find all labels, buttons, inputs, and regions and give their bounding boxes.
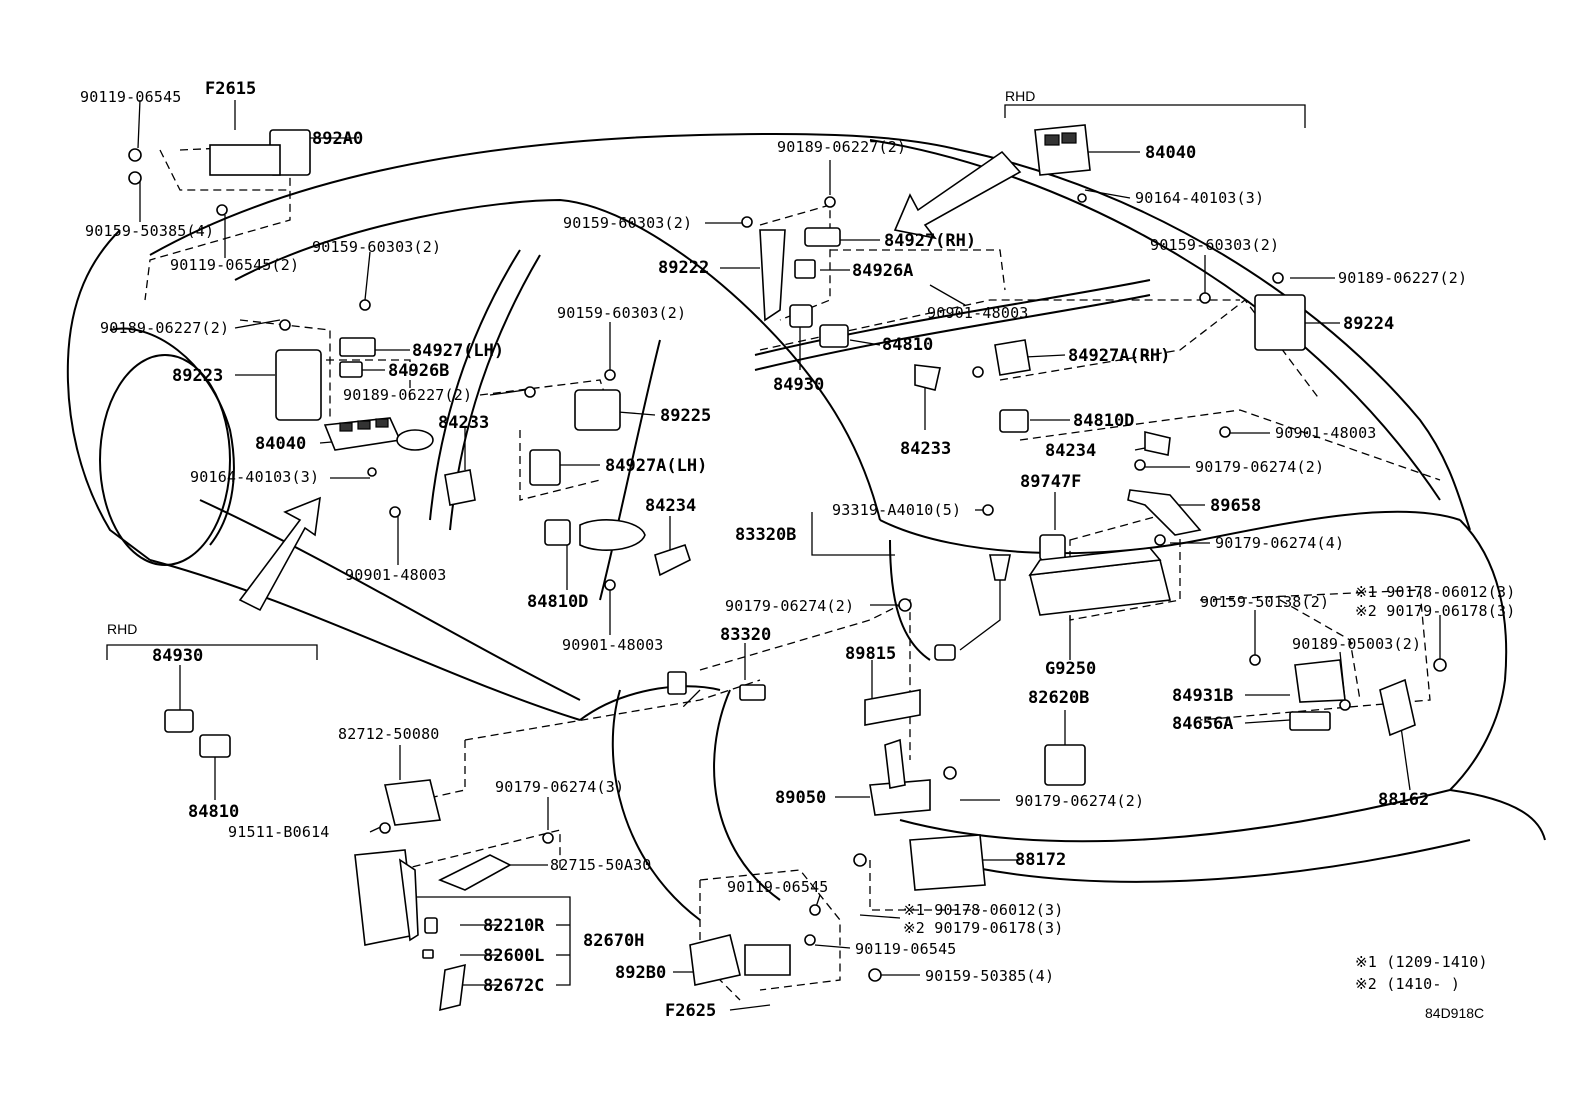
label-89658: 89658 xyxy=(1210,496,1261,516)
view-arrows xyxy=(238,150,1022,612)
diagram-code: 84D918C xyxy=(1425,1005,1484,1021)
label-83320: 83320 xyxy=(720,625,771,645)
label-90901-48003-lh2: 90901-48003 xyxy=(562,636,664,654)
label-90119-06545-low: 90119-06545 xyxy=(727,878,829,896)
label-84927-lh: 84927(LH) xyxy=(412,341,504,361)
label-82672c: 82672C xyxy=(483,976,544,996)
label-note2-90179-06178: ※2 90179-06178(3) xyxy=(1355,602,1515,620)
label-84927-rh: 84927(RH) xyxy=(884,231,976,251)
label-90159-60303-lh: 90159-60303(2) xyxy=(312,238,441,256)
label-89224: 89224 xyxy=(1343,314,1394,334)
label-84810d-rh: 84810D xyxy=(1073,411,1134,431)
label-84233-lh: 84233 xyxy=(438,413,489,433)
label-84040-lhd: 84040 xyxy=(255,434,306,454)
label-90189-06227-lh: 90189-06227(2) xyxy=(100,319,229,337)
label-90179-06274-2-mid: 90179-06274(2) xyxy=(725,597,854,615)
label-82210r: 82210R xyxy=(483,916,545,936)
label-82715-50a30: 82715-50A30 xyxy=(550,856,652,874)
label-90164-40103-rhd: 90164-40103(3) xyxy=(1135,189,1264,207)
label-90189-06227-mid: 90189-06227(2) xyxy=(343,386,472,404)
part-labels: 90119-06545 F2615 892A0 90159-50385(4) 9… xyxy=(80,79,1515,1021)
label-f2615: F2615 xyxy=(205,79,256,99)
label-82620b: 82620B xyxy=(1028,688,1089,708)
label-f2625: F2625 xyxy=(665,1001,716,1021)
label-90189-06227-rhd: 90189-06227(2) xyxy=(1338,269,1467,287)
label-84234-rh: 84234 xyxy=(1045,441,1096,461)
label-90179-06274-2-low: 90179-06274(2) xyxy=(1015,792,1144,810)
label-93319-a4010: 93319-A4010(5) xyxy=(832,501,961,519)
label-84810d-lh: 84810D xyxy=(527,592,588,612)
label-g9250: G9250 xyxy=(1045,659,1096,679)
parts xyxy=(128,124,1447,1012)
label-90901-48003-rh2: 90901-48003 xyxy=(1275,424,1377,442)
label-82670h: 82670H xyxy=(583,931,644,951)
label-88162: 88162 xyxy=(1378,790,1429,810)
footnote-2: ※2 (1410- ) xyxy=(1355,975,1460,993)
label-84810-rhd: 84810 xyxy=(188,802,239,822)
label-90164-40103-lhd: 90164-40103(3) xyxy=(190,468,319,486)
label-89815: 89815 xyxy=(845,644,896,664)
label-84930-rh: 84930 xyxy=(773,375,824,395)
leader-lines xyxy=(106,99,1441,1011)
label-84810-rh: 84810 xyxy=(882,335,933,355)
label-82600l: 82600L xyxy=(483,946,544,966)
car-body-outline xyxy=(66,132,1546,921)
label-90179-06274-2-rh: 90179-06274(2) xyxy=(1195,458,1324,476)
footnote-1: ※1 (1209-1410) xyxy=(1355,953,1488,971)
label-90901-48003-lh: 90901-48003 xyxy=(345,566,447,584)
label-rhd-top: RHD xyxy=(1005,88,1035,104)
label-83320b: 83320B xyxy=(735,525,796,545)
label-90189-05003: 90189-05003(2) xyxy=(1292,635,1421,653)
label-89050: 89050 xyxy=(775,788,826,808)
label-90179-06274-4: 90179-06274(4) xyxy=(1215,534,1344,552)
label-84926b: 84926B xyxy=(388,361,449,381)
label-90159-50385-4-low: 90159-50385(4) xyxy=(925,967,1054,985)
arrow-rhd-front xyxy=(893,150,1022,240)
label-89222: 89222 xyxy=(658,258,709,278)
label-84926a: 84926A xyxy=(852,261,913,281)
arrow-lhd-side xyxy=(238,496,321,612)
label-892a0: 892A0 xyxy=(312,129,363,149)
label-90159-50138: 90159-50138(2) xyxy=(1200,593,1329,611)
label-88172: 88172 xyxy=(1015,850,1066,870)
label-84930-rhd: 84930 xyxy=(152,646,203,666)
label-90119-06545-2: 90119-06545(2) xyxy=(170,256,299,274)
label-84233-rh: 84233 xyxy=(900,439,951,459)
label-89223: 89223 xyxy=(172,366,223,386)
label-90901-48003-rh: 90901-48003 xyxy=(927,304,1029,322)
label-84927a-rh: 84927A(RH) xyxy=(1068,346,1170,366)
label-90159-60303-top: 90159-60303(2) xyxy=(563,214,692,232)
label-rhd-left: RHD xyxy=(107,621,137,637)
dashed-leaders xyxy=(144,144,1441,1001)
label-82712-50080: 82712-50080 xyxy=(338,725,440,743)
label-note2-90179-06178-low: ※2 90179-06178(3) xyxy=(903,919,1063,937)
label-90159-60303-mid: 90159-60303(2) xyxy=(557,304,686,322)
label-90179-06274-3: 90179-06274(3) xyxy=(495,778,624,796)
label-84927a-lh: 84927A(LH) xyxy=(605,456,707,476)
label-90159-50385-4-top: 90159-50385(4) xyxy=(85,222,214,240)
label-84040-rhd: 84040 xyxy=(1145,143,1196,163)
label-90189-06227-top: 90189-06227(2) xyxy=(777,138,906,156)
label-89747f: 89747F xyxy=(1020,472,1081,492)
label-90159-60303-rhd: 90159-60303(2) xyxy=(1150,236,1279,254)
label-note1-90178-06012: ※1 90178-06012(3) xyxy=(1355,583,1515,601)
label-84234-lh: 84234 xyxy=(645,496,696,516)
footnotes: ※1 (1209-1410) ※2 (1410- ) 84D918C xyxy=(1355,953,1488,1021)
label-89225: 89225 xyxy=(660,406,711,426)
label-note1-90178-06012-low: ※1 90178-06012(3) xyxy=(903,901,1063,919)
label-90119-06545-low2: 90119-06545 xyxy=(855,940,957,958)
label-84931b: 84931B xyxy=(1172,686,1233,706)
label-84656a: 84656A xyxy=(1172,714,1233,734)
label-91511-b0614: 91511-B0614 xyxy=(228,823,330,841)
label-90119-06545-top: 90119-06545 xyxy=(80,88,182,106)
label-892b0: 892B0 xyxy=(615,963,666,983)
